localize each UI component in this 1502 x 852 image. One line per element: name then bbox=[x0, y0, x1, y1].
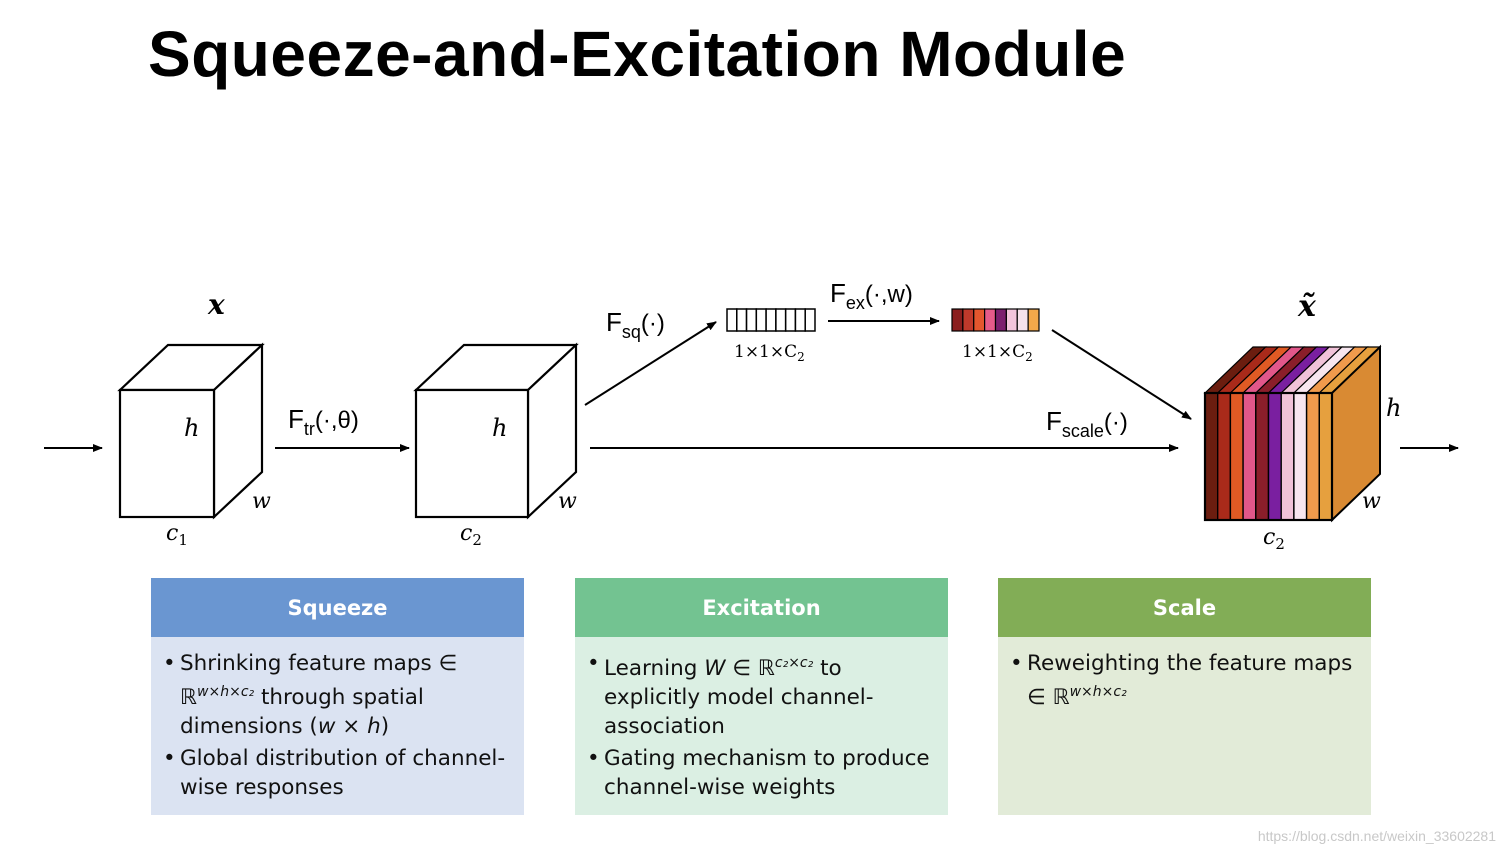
cube1-h-label: h bbox=[184, 414, 199, 442]
vector2-dim-label: 1×1×C2 bbox=[962, 342, 1033, 364]
weight-cell bbox=[1016, 308, 1029, 332]
cube2-w-label: w bbox=[558, 489, 577, 514]
channel-front-slice bbox=[1280, 392, 1295, 521]
fscale-label: Fscale(·) bbox=[1046, 406, 1128, 441]
squeeze-panel: Squeeze Shrinking feature maps ∈ ℝw×h×c₂… bbox=[151, 578, 524, 815]
weight-cell bbox=[984, 308, 997, 332]
transformed-cube bbox=[413, 342, 579, 520]
scale-bullet-1: Reweighting the feature maps∈ ℝw×h×c₂ bbox=[1010, 649, 1355, 712]
cube3-h-label: h bbox=[1386, 394, 1401, 422]
vector-cell bbox=[736, 308, 748, 332]
weight-cell bbox=[951, 308, 964, 332]
channel-front-slice bbox=[1216, 392, 1232, 521]
fex-label: Fex(·,w) bbox=[830, 278, 913, 313]
cube1-w-label: w bbox=[252, 489, 271, 514]
output-scaled-cube bbox=[1203, 344, 1382, 523]
weight-cell bbox=[1027, 308, 1040, 332]
input-label-x: x bbox=[207, 288, 225, 321]
output-label-x-tilde: x̃ bbox=[1297, 289, 1317, 324]
weight-cell bbox=[1005, 308, 1018, 332]
excitation-panel: Excitation Learning W ∈ ℝc₂×c₂ to explic… bbox=[575, 578, 948, 815]
ftr-label: Ftr(·,θ) bbox=[288, 404, 359, 439]
weight-cell bbox=[973, 308, 986, 332]
weight-cell bbox=[994, 308, 1007, 332]
fsq-label: Fsq(·) bbox=[606, 307, 665, 342]
cube3-w-label: w bbox=[1362, 489, 1381, 514]
excitation-heading: Excitation bbox=[575, 578, 948, 637]
input-cube bbox=[117, 342, 265, 520]
vector-cell bbox=[784, 308, 797, 332]
excited-vector bbox=[951, 308, 1040, 332]
watermark: https://blog.csdn.net/weixin_33602281 bbox=[1257, 828, 1496, 844]
squeezed-vector bbox=[726, 308, 816, 332]
fsq-arrow bbox=[584, 321, 717, 406]
vector-cell bbox=[765, 308, 777, 332]
squeeze-heading: Squeeze bbox=[151, 578, 524, 637]
channel-front-slice bbox=[1267, 392, 1282, 521]
excitation-bullet-1: Learning W ∈ ℝc₂×c₂ to explicitly model … bbox=[587, 649, 932, 741]
vector-cell bbox=[745, 308, 758, 332]
vector-cell bbox=[726, 308, 738, 332]
scale-heading: Scale bbox=[998, 578, 1371, 637]
excitation-bullet-2: Gating mechanism to produce channel-wise… bbox=[587, 744, 932, 802]
scale-weights-arrow bbox=[1051, 329, 1192, 420]
channel-front-slice bbox=[1318, 392, 1333, 521]
vector-cell bbox=[775, 308, 787, 332]
vector-cell bbox=[804, 308, 816, 332]
weight-cell bbox=[962, 308, 975, 332]
channel-front-slice bbox=[1293, 392, 1308, 521]
cube2-h-label: h bbox=[492, 414, 507, 442]
channel-front-slice bbox=[1305, 392, 1320, 521]
squeeze-bullet-2: Global distribution of channel-wise resp… bbox=[163, 744, 508, 802]
cube1-c-label: c1 bbox=[166, 521, 188, 549]
page-title: Squeeze-and-Excitation Module bbox=[148, 18, 1127, 90]
vector1-dim-label: 1×1×C2 bbox=[734, 342, 805, 364]
channel-front-slice bbox=[1255, 392, 1270, 521]
cube2-c-label: c2 bbox=[460, 521, 482, 549]
cube3-c-label: c2 bbox=[1263, 525, 1285, 553]
channel-front-slice bbox=[1242, 392, 1257, 521]
channel-front-slice bbox=[1229, 392, 1244, 521]
scale-panel: Scale Reweighting the feature maps∈ ℝw×h… bbox=[998, 578, 1371, 815]
squeeze-bullet-1: Shrinking feature maps ∈ ℝw×h×c₂ through… bbox=[163, 649, 508, 741]
vector-cell bbox=[794, 308, 806, 332]
channel-front-slice bbox=[1204, 392, 1219, 521]
vector-cell bbox=[755, 308, 767, 332]
